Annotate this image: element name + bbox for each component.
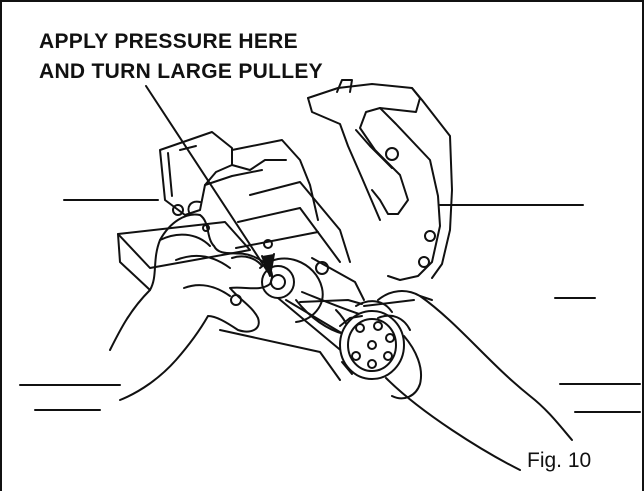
saw-base-plate <box>117 221 341 381</box>
callout-line-1: APPLY PRESSURE HERE <box>39 30 298 53</box>
callout-arrow <box>145 85 275 277</box>
saw-housing <box>159 131 351 263</box>
small-pulley <box>339 310 405 380</box>
saw-handle <box>179 79 453 281</box>
figure-label: Fig. 10 <box>527 449 592 472</box>
callout-line-2: AND TURN LARGE PULLEY <box>39 60 323 83</box>
right-hand <box>299 290 573 471</box>
table-surface <box>19 199 641 413</box>
left-hand <box>109 200 273 401</box>
